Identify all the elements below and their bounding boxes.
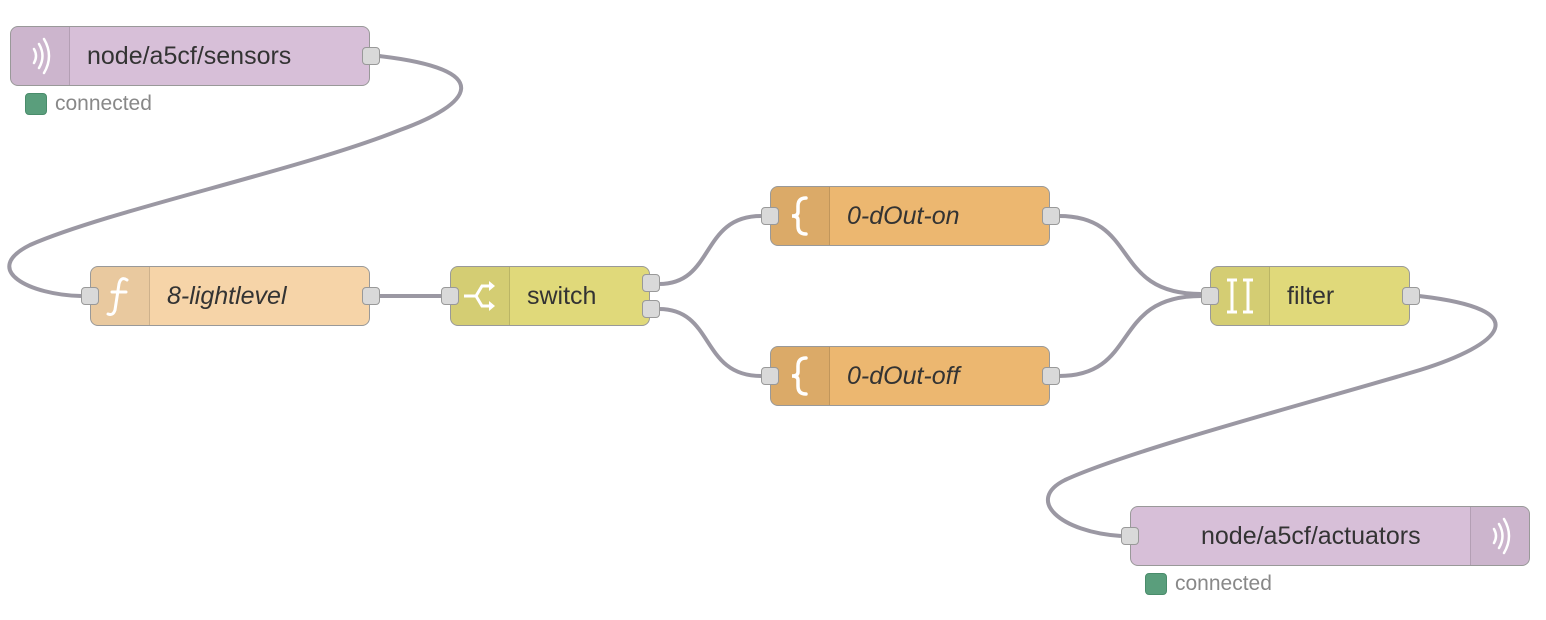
function-icon [91,267,150,325]
switch-node[interactable]: switch [441,266,660,326]
mqtt-out-input-port[interactable] [1121,527,1139,545]
mqtt-out-label: node/a5cf/actuators [1201,521,1421,550]
filter-node[interactable]: filter [1201,266,1420,326]
switch-icon [451,267,510,325]
filter-input-port[interactable] [1201,287,1219,305]
change-off-input-port[interactable] [761,367,779,385]
mqtt-in-status-text: connected [55,92,152,115]
change-node-off[interactable]: 0-dOut-off [761,346,1060,406]
filter-icon [1211,267,1270,325]
mqtt-in-status: connected [25,92,152,116]
wire-sensors-to-lightlevel[interactable] [7,54,464,298]
wire-filter-to-actuators[interactable] [1045,294,1498,538]
change-off-output-port[interactable] [1042,367,1060,385]
change-on-output-port[interactable] [1042,207,1060,225]
wire-dout-off-to-filter[interactable] [1058,294,1202,378]
mqtt-in-label: node/a5cf/sensors [87,41,292,70]
status-indicator-dot [25,93,47,115]
mqtt-in-node[interactable]: node/a5cf/sensors [10,26,380,86]
switch-label: switch [527,281,597,310]
filter-output-port[interactable] [1402,287,1420,305]
function-node[interactable]: 8-lightlevel [81,266,380,326]
function-output-port[interactable] [362,287,380,305]
mqtt-in-output-port[interactable] [362,47,380,65]
radio-waves-icon [1470,507,1529,565]
wire-switch-to-dout-on[interactable] [658,214,762,286]
radio-waves-icon [11,27,70,85]
mqtt-out-node[interactable]: node/a5cf/actuators [1121,506,1530,566]
change-node-on[interactable]: 0-dOut-on [761,186,1060,246]
change-on-label: 0-dOut-on [847,201,960,230]
switch-output-port-1[interactable] [642,274,660,292]
mqtt-out-status: connected [1145,572,1272,596]
function-input-port[interactable] [81,287,99,305]
change-on-input-port[interactable] [761,207,779,225]
switch-output-port-2[interactable] [642,300,660,318]
status-indicator-dot [1145,573,1167,595]
switch-input-port[interactable] [441,287,459,305]
wire-dout-on-to-filter[interactable] [1058,214,1202,296]
function-label: 8-lightlevel [167,281,287,310]
change-off-label: 0-dOut-off [847,361,960,390]
brace-icon [771,187,830,245]
filter-label: filter [1287,281,1335,310]
wire-switch-to-dout-off[interactable] [658,307,762,378]
brace-icon [771,347,830,405]
mqtt-out-status-text: connected [1175,572,1272,595]
